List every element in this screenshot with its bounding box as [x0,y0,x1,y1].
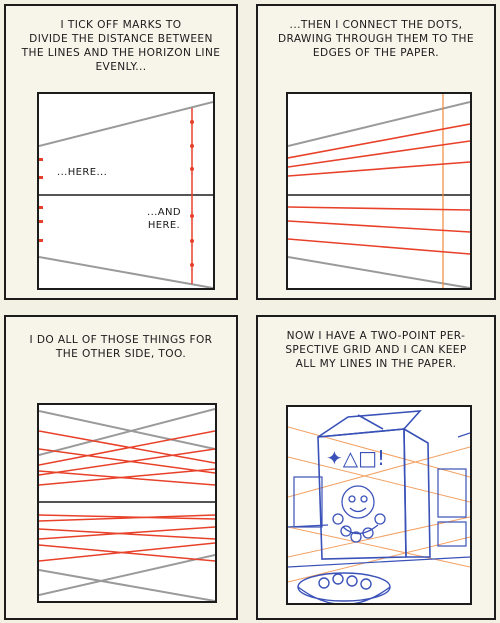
panel-3-perspective-grid [39,408,215,601]
panel-3: I do all of those things for the other s… [4,315,238,620]
panel-2-perspective-lines [288,94,470,288]
panel-2: ...then I connect the dots, drawing thro… [256,4,496,300]
panel-1-perspective-lines [39,101,213,288]
box-logo-symbols: ✦△□! [326,446,385,470]
panel-2-drawing [286,92,472,290]
panel-2-caption: ...then I connect the dots, drawing thro… [277,19,475,59]
panel-4: Now I have a two-point per- spective gri… [256,315,496,620]
panel-1: I tick off marks to divide the distance … [4,4,238,300]
cereal-box-illustration: ✦△□! [288,410,470,603]
cereal-box [317,410,431,560]
panel-3-drawing [37,403,217,603]
panel-4-drawing: ✦△□! [286,405,472,605]
and-here-label: ...and here. [147,207,181,231]
panel-1-caption: I tick off marks to divide the distance … [21,19,221,73]
here-label: ...here... [57,167,108,178]
cereal-bowl [297,572,391,603]
panel-1-drawing: ...here... ...and here. [37,92,215,290]
mascot [332,485,386,543]
panel-4-caption: Now I have a two-point per- spective gri… [285,330,467,370]
panel-3-caption: I do all of those things for the other s… [29,334,213,360]
